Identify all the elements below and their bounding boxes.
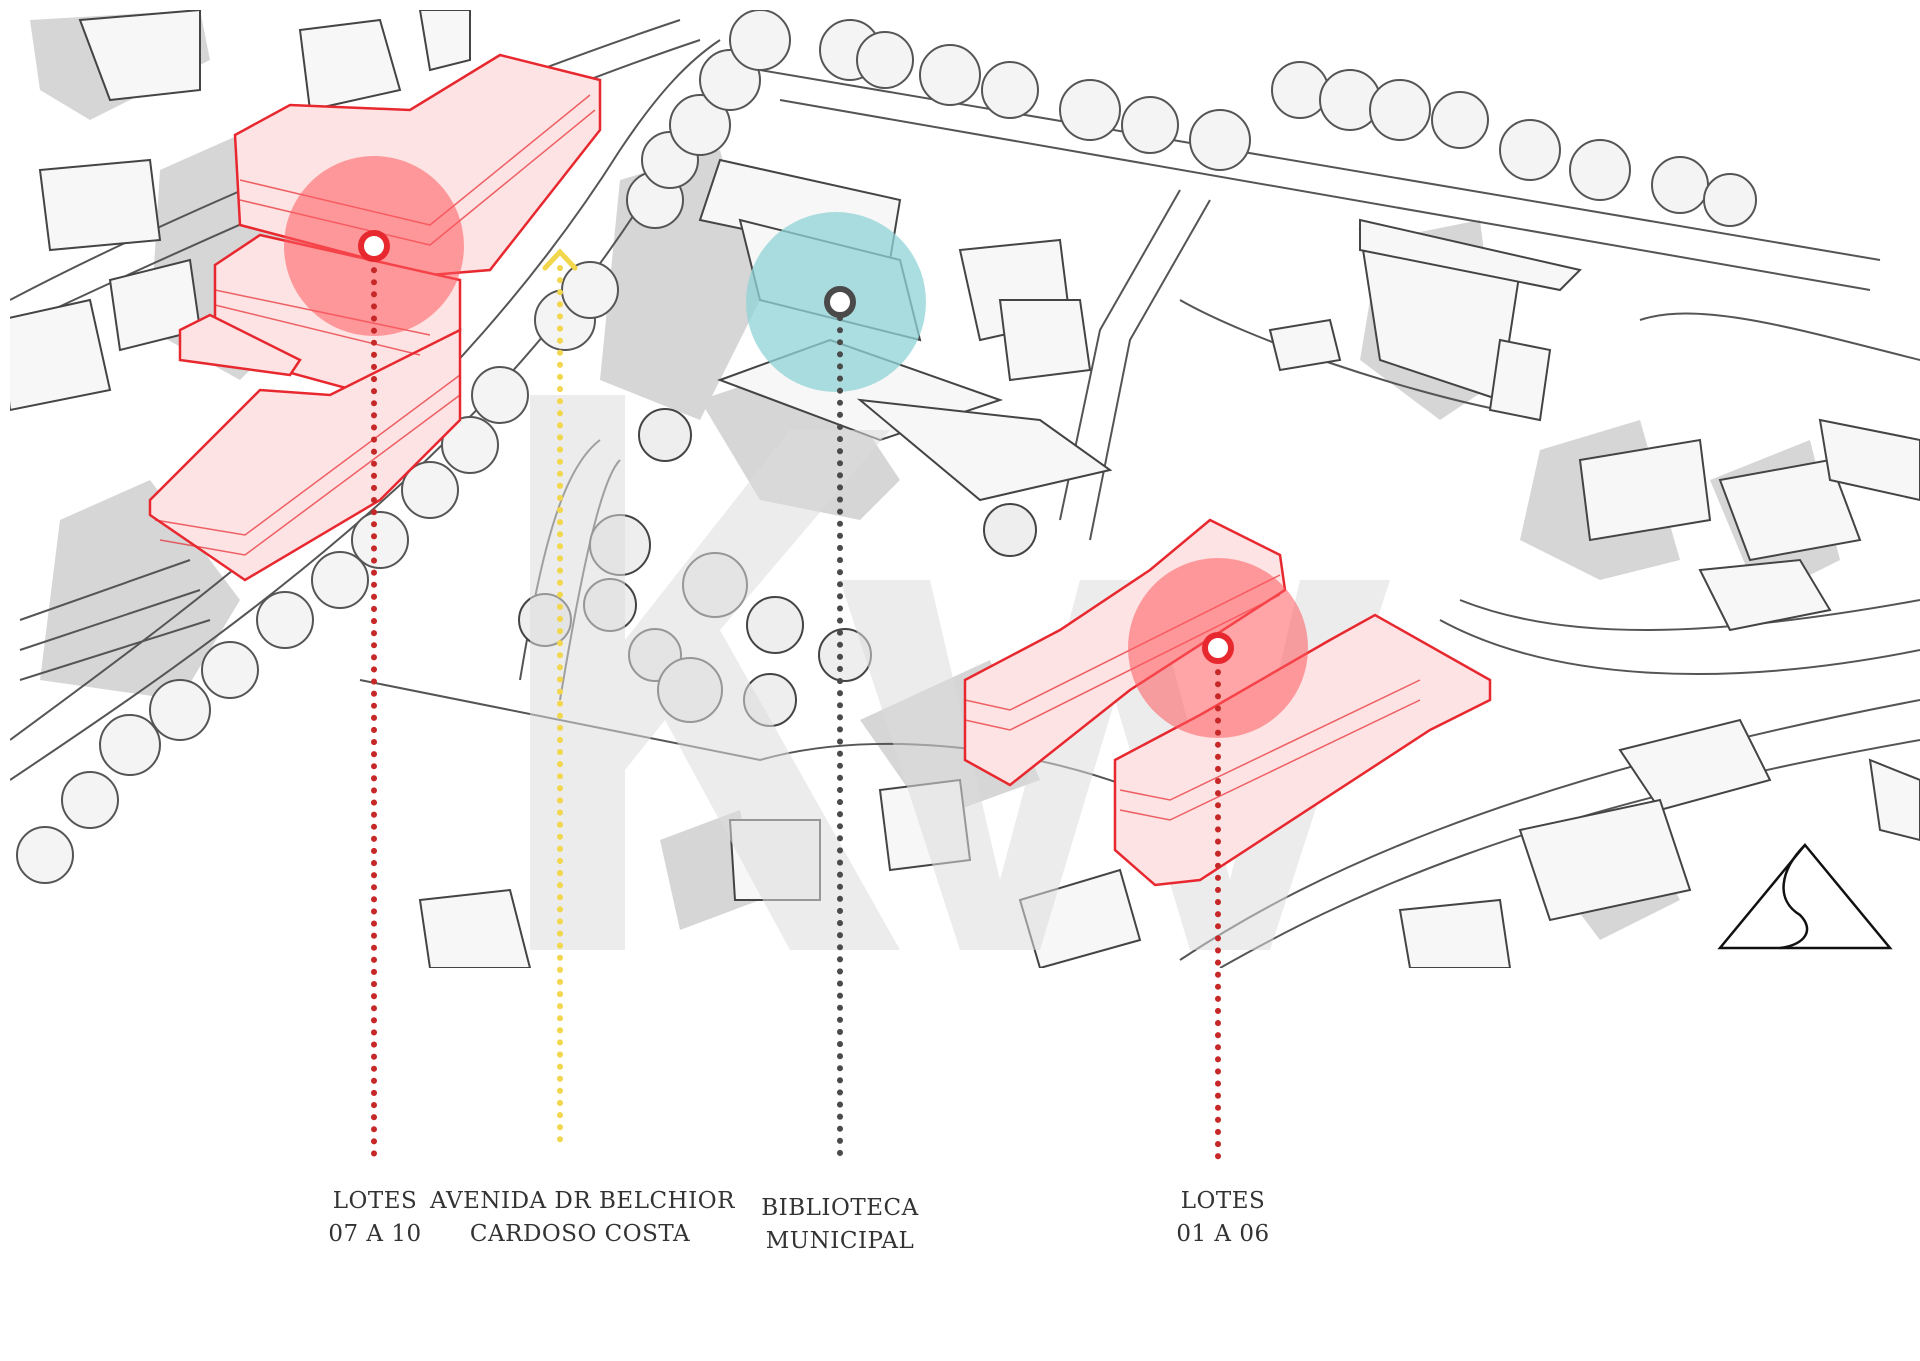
label-line: MUNICIPAL [765,1228,915,1254]
map-area [10,10,1920,968]
watermark-kw [530,395,1390,950]
location-pin-icon [1202,632,1234,664]
context-buildings [10,10,1920,968]
label-line: LOTES [332,1188,418,1214]
label-line: AVENIDA DR BELCHIOR [430,1188,735,1214]
label-avenida: AVENIDA DR BELCHIOR CARDOSO COSTA [430,1185,735,1251]
chevron-up-icon [542,248,578,271]
label-biblioteca: BIBLIOTECA MUNICIPAL [740,1192,940,1258]
label-line: 01 A 06 [1176,1221,1270,1247]
label-line: BIBLIOTECA [761,1195,919,1221]
location-pin-icon [358,230,390,262]
tree-row [16,10,1757,884]
leader-lines [371,255,1221,1163]
label-line: 07 A 10 [328,1221,422,1247]
label-line: CARDOSO COSTA [469,1221,691,1247]
label-lotes-01-06: LOTES 01 A 06 [1148,1185,1298,1251]
location-pin-icon [824,286,856,318]
label-lotes-07-10: LOTES 07 A 10 [300,1185,450,1251]
north-arrow-triangle-icon [1717,843,1893,950]
label-line: LOTES [1180,1188,1266,1214]
lotes-07-10-buildings [148,53,602,582]
